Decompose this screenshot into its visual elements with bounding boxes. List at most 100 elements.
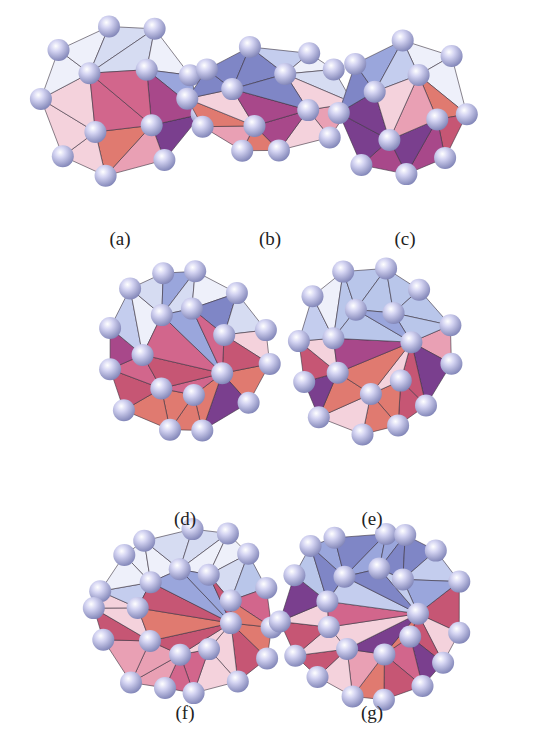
vertex-sphere <box>375 257 397 279</box>
figure-label: (c) <box>394 228 415 250</box>
figure-label: (e) <box>361 508 382 530</box>
vertex-sphere <box>392 29 414 51</box>
vertex-sphere <box>323 59 345 81</box>
polyhedron <box>288 257 463 445</box>
vertex-sphere <box>394 524 416 546</box>
vertex-sphere <box>132 344 154 366</box>
vertex-sphere <box>133 530 155 552</box>
vertex-sphere <box>432 652 454 674</box>
vertex-sphere <box>119 278 141 300</box>
vertex-sphere <box>237 543 259 565</box>
vertex-sphere <box>373 643 395 665</box>
vertex-sphere <box>298 42 320 64</box>
vertex-sphere <box>52 145 74 167</box>
vertex-sphere <box>192 116 214 138</box>
vertex-sphere <box>92 629 114 651</box>
vertex-sphere <box>259 353 281 375</box>
vertex-sphere <box>440 353 462 375</box>
vertex-sphere <box>191 419 213 441</box>
vertex-sphere <box>151 304 173 326</box>
vertex-sphere <box>140 571 162 593</box>
vertex-sphere <box>99 358 121 380</box>
vertex-sphere <box>293 371 315 393</box>
vertex-sphere <box>120 672 142 694</box>
vertex-sphere <box>344 53 366 75</box>
vertex-sphere <box>392 568 414 590</box>
vertex-sphere <box>239 36 261 58</box>
vertex-sphere <box>30 88 52 110</box>
vertex-sphere <box>221 78 243 100</box>
polyhedron <box>30 16 213 187</box>
vertex-sphere <box>387 414 409 436</box>
vertex-sphere <box>352 423 374 445</box>
vertex-sphere <box>345 299 367 321</box>
vertex-sphere <box>390 370 412 392</box>
vertex-sphere <box>360 383 382 405</box>
vertex-sphere <box>159 419 181 441</box>
vertex-sphere <box>136 59 158 81</box>
vertex-sphere <box>441 45 463 67</box>
vertex-sphere <box>350 154 372 176</box>
vertex-sphere <box>227 671 249 693</box>
vertex-sphere <box>255 577 277 599</box>
vertex-sphere <box>127 597 149 619</box>
vertex-sphere <box>336 638 358 660</box>
figure-label: (a) <box>109 228 130 250</box>
vertex-sphere <box>153 149 175 171</box>
polyhedron <box>328 29 478 185</box>
vertex-sphere <box>256 647 278 669</box>
vertex-sphere <box>95 165 117 187</box>
vertex-sphere <box>439 314 461 336</box>
vertex-sphere <box>83 597 105 619</box>
figure-label: (f) <box>176 702 195 724</box>
vertex-sphere <box>318 616 340 638</box>
vertex-sphere <box>184 260 206 282</box>
figure-label: (b) <box>259 228 281 250</box>
vertex-sphere <box>308 406 330 428</box>
vertex-sphere <box>79 62 101 84</box>
vertex-sphere <box>169 558 191 580</box>
vertex-sphere <box>176 88 198 110</box>
vertex-sphere <box>244 115 266 137</box>
vertex-sphere <box>324 527 346 549</box>
figure-label: (g) <box>361 702 383 724</box>
vertex-sphere <box>319 126 341 148</box>
vertex-sphere <box>283 564 305 586</box>
vertex-sphere <box>364 81 386 103</box>
vertex-sphere <box>255 319 277 341</box>
vertex-sphere <box>322 327 344 349</box>
vertex-sphere <box>84 121 106 143</box>
vertex-sphere <box>274 63 296 85</box>
vertex-sphere <box>154 677 176 699</box>
vertex-sphere <box>231 140 253 162</box>
vertex-sphere <box>300 535 322 557</box>
vertex-sphere <box>412 675 434 697</box>
vertex-sphere <box>415 395 437 417</box>
vertex-sphere <box>408 64 430 86</box>
vertex-sphere <box>183 384 205 406</box>
vertex-sphere <box>198 638 220 660</box>
polyhedron-figures <box>30 16 478 711</box>
vertex-sphere <box>407 603 429 625</box>
vertex-sphere <box>183 682 205 704</box>
vertex-sphere <box>284 645 306 667</box>
vertex-sphere <box>288 330 310 352</box>
vertex-sphere <box>141 114 163 136</box>
vertex-sphere <box>98 16 120 38</box>
vertex-sphere <box>302 285 324 307</box>
vertex-sphere <box>332 261 354 283</box>
vertex-sphere <box>342 685 364 707</box>
vertex-sphere <box>328 102 350 124</box>
vertex-sphere <box>48 39 70 61</box>
vertex-sphere <box>378 129 400 151</box>
vertex-sphere <box>368 558 390 580</box>
vertex-sphere <box>269 611 291 633</box>
vertex-sphere <box>198 564 220 586</box>
polyhedron <box>269 523 471 711</box>
vertex-sphere <box>268 139 290 161</box>
polyhedron <box>176 36 364 162</box>
vertex-sphere <box>220 612 242 634</box>
vertex-sphere <box>211 362 233 384</box>
vertex-sphere <box>99 317 121 339</box>
